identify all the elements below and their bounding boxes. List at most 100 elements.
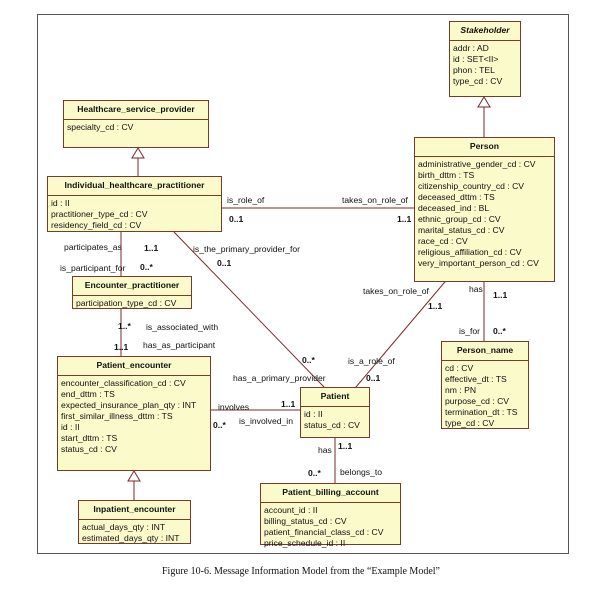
- role-label: is_a_role_of: [348, 356, 395, 366]
- multiplicity-label: 0..1: [229, 214, 244, 224]
- multiplicity-label: 1..1: [144, 243, 159, 253]
- multiplicity-label: 1..*: [118, 321, 131, 331]
- attribute: actual_days_qty : INT: [82, 522, 166, 532]
- class-name: Person: [415, 138, 554, 157]
- multiplicity-label: 0..1: [217, 258, 232, 268]
- class-name: Inpatient_encounter: [79, 501, 190, 520]
- role-label: belongs_to: [340, 467, 383, 477]
- role-label: takes_on_role_of: [342, 195, 408, 205]
- attribute: id : II: [304, 409, 323, 419]
- role-label: has_a_primary_provider: [233, 373, 326, 383]
- attribute: specialty_cd : CV: [67, 122, 134, 132]
- class-patient-billing-account[interactable]: Patient_billing_account account_id : II …: [260, 483, 401, 548]
- attribute: deceased_dttm : TS: [418, 192, 495, 202]
- role-label: involves: [218, 402, 250, 412]
- attribute: encounter_classification_cd : CV: [61, 378, 186, 388]
- role-label: has_as_participant: [143, 340, 216, 350]
- multiplicity-label: 1..1: [397, 214, 412, 224]
- attribute: id : II: [61, 422, 80, 432]
- multiplicity-label: 0..*: [493, 326, 506, 336]
- class-name: Patient_encounter: [58, 357, 210, 376]
- class-name: Patient_billing_account: [261, 484, 400, 503]
- attribute: citizenship_country_cd : CV: [418, 181, 525, 191]
- attribute: termination_dt : TS: [445, 407, 518, 417]
- class-attrs: account_id : II billing_status_cd : CV p…: [261, 503, 400, 553]
- attribute: phon : TEL: [453, 65, 495, 75]
- class-attrs: encounter_classification_cd : CV end_dtt…: [58, 376, 210, 459]
- class-attrs: addr : AD id : SET<II> phon : TEL type_c…: [450, 41, 520, 91]
- class-name: Encounter_practitioner: [73, 277, 191, 296]
- attribute: effective_dt : TS: [445, 374, 507, 384]
- class-attrs: id : II status_cd : CV: [301, 407, 369, 435]
- attribute: residency_field_cd : CV: [51, 220, 142, 230]
- attribute: first_similar_illness_dttm : TS: [61, 411, 173, 421]
- multiplicity-label: 0..1: [366, 373, 381, 383]
- class-attrs: id : II practitioner_type_cd : CV reside…: [48, 196, 221, 235]
- role-label: takes_on_role_of: [363, 286, 429, 296]
- attribute: type_cd : CV: [453, 76, 503, 86]
- attribute: cd : CV: [445, 363, 474, 373]
- gen-arrow-stakeholder: [477, 96, 491, 108]
- role-label: is_the_primary_provider_for: [193, 244, 300, 254]
- attribute: status_cd : CV: [304, 420, 360, 430]
- class-attrs: actual_days_qty : INT estimated_days_qty…: [79, 520, 190, 548]
- attribute: practitioner_type_cd : CV: [51, 209, 148, 219]
- class-patient[interactable]: Patient id : II status_cd : CV: [300, 387, 370, 438]
- assoc-ihp-patient: [173, 231, 325, 388]
- class-individual-healthcare-practitioner[interactable]: Individual_healthcare_practitioner id : …: [47, 176, 222, 232]
- attribute: nm : PN: [445, 385, 477, 395]
- role-label: is_associated_with: [146, 322, 219, 332]
- class-stakeholder[interactable]: Stakeholder addr : AD id : SET<II> phon …: [449, 21, 521, 97]
- attribute: marital_status_cd : CV: [418, 225, 505, 235]
- attribute: account_id : II: [264, 505, 318, 515]
- class-person-name[interactable]: Person_name cd : CV effective_dt : TS nm…: [441, 341, 529, 429]
- attribute: end_dttm : TS: [61, 389, 115, 399]
- class-attrs: administrative_gender_cd : CV birth_dttm…: [415, 157, 554, 273]
- multiplicity-label: 0..*: [140, 262, 153, 272]
- diagram-frame: [37, 14, 569, 554]
- class-name: Individual_healthcare_practitioner: [48, 177, 221, 196]
- class-name: Person_name: [442, 342, 528, 361]
- multiplicity-label: 1..1: [493, 290, 508, 300]
- attribute: id : SET<II>: [453, 54, 499, 64]
- class-patient-encounter[interactable]: Patient_encounter encounter_classificati…: [57, 356, 211, 471]
- class-person[interactable]: Person administrative_gender_cd : CV bir…: [414, 137, 555, 282]
- multiplicity-label: 0..*: [308, 468, 321, 478]
- attribute: purpose_cd : CV: [445, 396, 510, 406]
- class-healthcare-service-provider[interactable]: Healthcare_service_provider specialty_cd…: [63, 100, 209, 148]
- attribute: id : II: [51, 198, 70, 208]
- class-attrs: participation_type_cd : CV: [73, 296, 191, 313]
- multiplicity-label: 1..1: [281, 399, 296, 409]
- attribute: administrative_gender_cd : CV: [418, 159, 536, 169]
- class-attrs: specialty_cd : CV: [64, 120, 208, 137]
- role-label: is_participant_for: [60, 263, 126, 273]
- class-attrs: cd : CV effective_dt : TS nm : PN purpos…: [442, 361, 528, 433]
- role-label: is_for: [459, 326, 481, 336]
- attribute: status_cd : CV: [61, 444, 117, 454]
- attribute: ethnic_group_cd : CV: [418, 214, 501, 224]
- assoc-person-patient: [355, 269, 456, 388]
- figure-caption: Figure 10-6. Message Information Model f…: [162, 566, 440, 577]
- role-label: has: [318, 445, 332, 455]
- attribute: estimated_days_qty : INT: [82, 533, 180, 543]
- attribute: start_dttm : TS: [61, 433, 118, 443]
- attribute: expected_insurance_plan_qty : INT: [61, 400, 197, 410]
- gen-arrow-hsp: [131, 147, 145, 159]
- role-label: is_involved_in: [239, 416, 293, 426]
- attribute: birth_dttm : TS: [418, 170, 475, 180]
- class-name: Stakeholder: [450, 22, 520, 41]
- attribute: type_cd : CV: [445, 418, 495, 428]
- class-encounter-practitioner[interactable]: Encounter_practitioner participation_typ…: [72, 276, 192, 309]
- attribute: billing_status_cd : CV: [264, 516, 347, 526]
- class-name: Patient: [301, 388, 369, 407]
- attribute: deceased_ind : BL: [418, 203, 490, 213]
- attribute: race_cd : CV: [418, 236, 468, 246]
- gen-arrow-pe: [127, 470, 141, 482]
- multiplicity-label: 1..1: [114, 342, 129, 352]
- attribute: very_important_person_cd : CV: [418, 258, 539, 268]
- role-label: is_role_of: [227, 195, 265, 205]
- class-inpatient-encounter[interactable]: Inpatient_encounter actual_days_qty : IN…: [78, 500, 191, 544]
- attribute: participation_type_cd : CV: [76, 298, 177, 308]
- role-label: participates_as: [64, 242, 122, 252]
